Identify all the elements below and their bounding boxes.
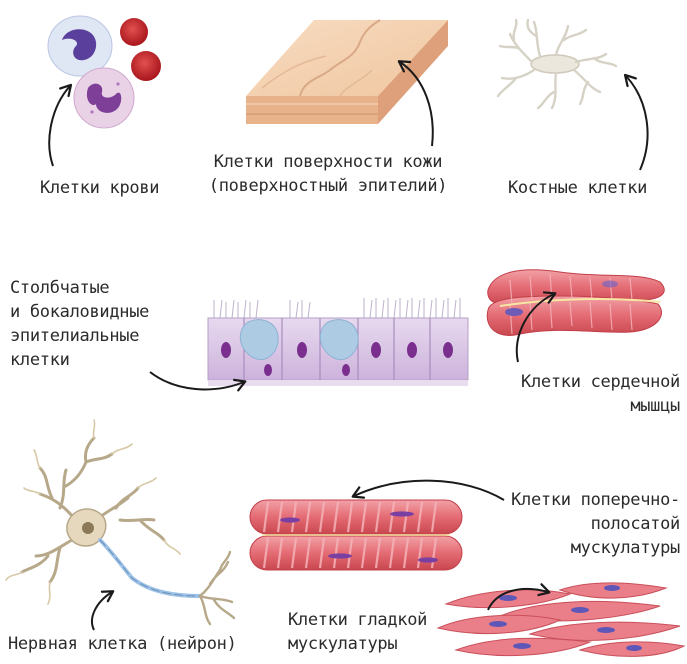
label-epithelial-line-4: клетки	[10, 348, 149, 372]
label-cardiac-cells: Клетки сердечной мышцы	[470, 370, 680, 418]
label-bone-cells-text: Костные клетки	[508, 178, 647, 198]
label-blood-cells: Клетки крови	[40, 176, 159, 200]
epithelium-illustration	[208, 298, 468, 386]
smooth-muscle-illustration	[438, 583, 684, 656]
label-skin-line-1: Клетки поверхности кожи	[204, 150, 452, 174]
cardiac-muscle-illustration	[487, 270, 664, 336]
label-epithelial-line-3: эпителиальные	[10, 324, 149, 348]
label-bone-cells: Костные клетки	[508, 176, 647, 200]
label-striated-line-2: полосатой	[470, 512, 680, 536]
neuron-illustration	[6, 420, 234, 624]
label-neuron: Нервная клетка (нейрон)	[8, 632, 237, 656]
label-neuron-text: Нервная клетка (нейрон)	[8, 634, 237, 654]
arrow-neuron	[92, 592, 112, 630]
label-cardiac-line-2: мышцы	[470, 394, 680, 418]
label-skin-cells: Клетки поверхности кожи (поверхностный э…	[204, 150, 452, 198]
bone-cell-illustration	[498, 20, 616, 108]
label-striated-line-3: мускулатуры	[470, 536, 680, 560]
skin-surface-illustration	[246, 20, 448, 124]
label-smooth-cells: Клетки гладкой мускулатуры	[288, 608, 427, 656]
label-smooth-line-2: мускулатуры	[288, 632, 427, 656]
blood-cells-illustration	[48, 16, 161, 128]
label-epithelial-cells: Столбчатые и бокаловидные эпителиальные …	[10, 276, 149, 372]
label-smooth-line-1: Клетки гладкой	[288, 608, 427, 632]
label-epithelial-line-2: и бокаловидные	[10, 300, 149, 324]
label-striated-cells: Клетки поперечно- полосатой мускулатуры	[470, 488, 680, 560]
striated-muscle-illustration	[250, 500, 462, 570]
label-striated-line-1: Клетки поперечно-	[470, 488, 680, 512]
label-cardiac-line-1: Клетки сердечной	[470, 370, 680, 394]
label-skin-line-2: (поверхностный эпителий)	[204, 174, 452, 198]
arrow-blood	[49, 86, 70, 166]
arrow-bone	[626, 76, 648, 170]
label-blood-cells-text: Клетки крови	[40, 178, 159, 198]
label-epithelial-line-1: Столбчатые	[10, 276, 149, 300]
